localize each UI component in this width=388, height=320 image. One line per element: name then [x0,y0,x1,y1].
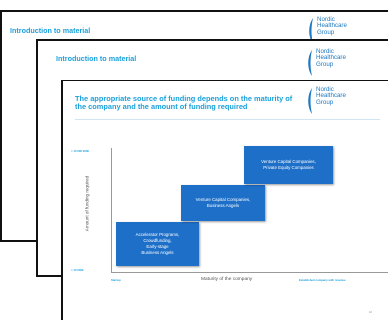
stage-mature: Venture Capital Companies, Private Equit… [244,146,333,184]
slide-1-title: Introduction to material [10,26,91,35]
title-divider [75,119,380,120]
x-axis-left-label: Startup [111,278,121,282]
x-axis-line [111,272,388,273]
slide-3-title: The appropriate source of funding depend… [75,94,293,112]
x-axis-title: Maturity of the company [201,277,253,282]
logo-mark-icon [308,50,312,76]
page-number: 10 [369,311,372,314]
y-axis-bottom-label: < 10 000€ [71,268,84,272]
stage-early: Accelerator Programs, Crowdfunding, Earl… [116,222,199,266]
logo-mark-icon [308,88,312,114]
y-axis-top-label: > 10 000 000€ [71,149,89,153]
x-axis-right-label: Established company with revenue [299,278,346,282]
stage-growth: Venture Capital Companies, Business Ange… [181,185,265,221]
slide-2-title: Introduction to material [56,54,137,63]
y-axis-title: Amount of funding required [84,175,90,232]
logo-mark-icon [309,18,313,44]
y-axis-line [111,148,112,273]
slide-3[interactable]: The appropriate source of funding depend… [61,80,388,320]
